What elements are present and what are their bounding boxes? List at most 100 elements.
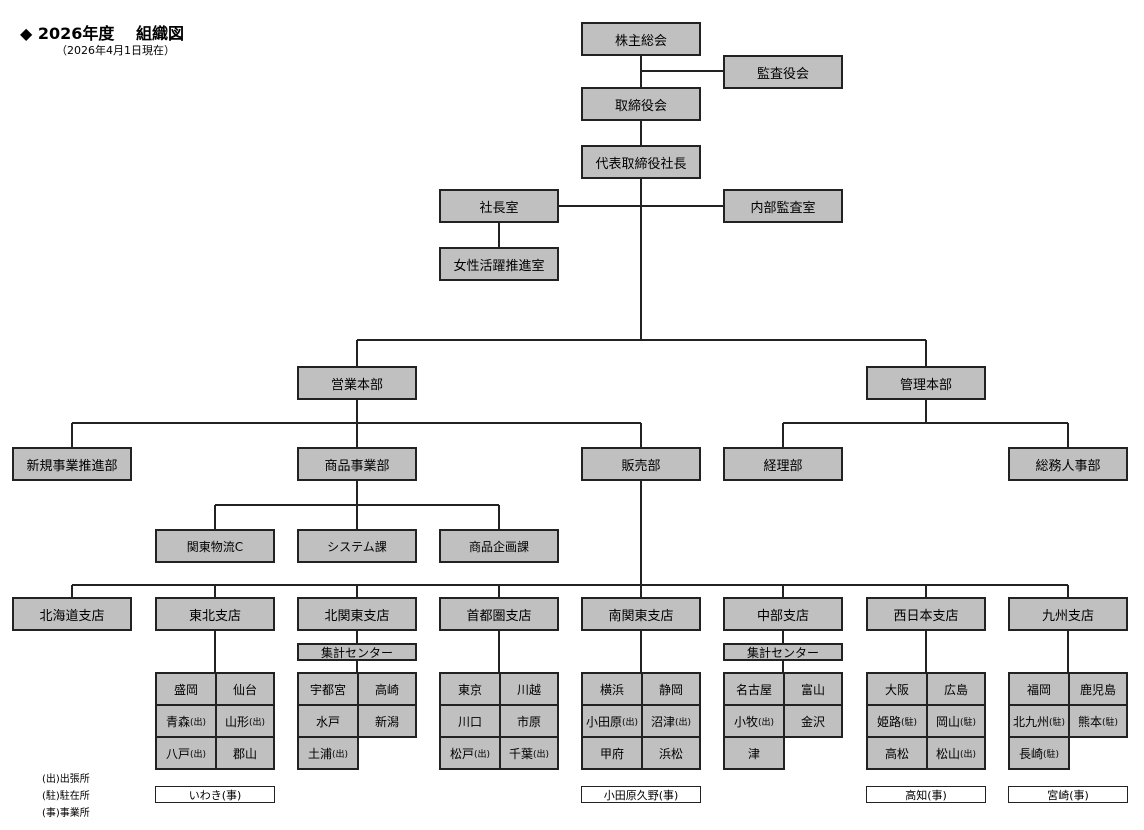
location-name: 盛岡 xyxy=(173,682,198,697)
branch-location-cell: 横浜 xyxy=(581,672,643,706)
branch-location-cell: 新潟 xyxy=(357,704,417,738)
aggregation-center-box: 集計センター xyxy=(723,643,843,661)
location-name: 八戸 xyxy=(165,746,190,761)
branch-location-cell: 沼津(出) xyxy=(641,704,701,738)
location-name: 富山 xyxy=(800,682,825,697)
location-name: 鹿児島 xyxy=(1079,682,1116,697)
branch-location-cell: 八戸(出) xyxy=(155,736,217,770)
admin-hq-box: 管理本部 xyxy=(866,366,986,400)
branch-box: 北海道支店 xyxy=(12,597,132,631)
branch-location-cell: 広島 xyxy=(926,672,986,706)
location-name: 北九州 xyxy=(1012,714,1049,729)
location-name: 小牧 xyxy=(733,714,758,729)
section-box: 商品企画課 xyxy=(439,529,559,563)
audit-board-box: 監査役会 xyxy=(723,55,843,89)
internal-audit-box: 内部監査室 xyxy=(723,189,843,223)
sales-hq-box: 営業本部 xyxy=(297,366,417,400)
sales-office-box: 宮崎(事) xyxy=(1008,786,1128,803)
branch-location-cell: 松戸(出) xyxy=(439,736,501,770)
location-type-suffix: (出) xyxy=(189,749,207,760)
president-office-box: 社長室 xyxy=(439,189,559,223)
branch-location-cell: 鹿児島 xyxy=(1068,672,1128,706)
branch-location-cell: 甲府 xyxy=(581,736,643,770)
as-of-date: （2026年4月1日現在） xyxy=(56,44,175,57)
location-name: 姫路 xyxy=(876,714,901,729)
location-name: 松戸 xyxy=(449,746,474,761)
branch-box: 北関東支店 xyxy=(297,597,417,631)
branch-location-cell: 千葉(出) xyxy=(499,736,559,770)
branch-box: 首都圏支店 xyxy=(439,597,559,631)
location-name: 郡山 xyxy=(232,746,257,761)
location-name: 新潟 xyxy=(374,714,399,729)
location-type-suffix: (出) xyxy=(621,717,639,728)
branch-location-cell: 松山(出) xyxy=(926,736,986,770)
branch-location-cell: 仙台 xyxy=(215,672,275,706)
location-name: 福岡 xyxy=(1026,682,1051,697)
product-business-dept-box: 商品事業部 xyxy=(297,447,417,481)
location-name: 土浦 xyxy=(307,746,332,761)
location-name: 金沢 xyxy=(800,714,825,729)
location-name: 東京 xyxy=(457,682,482,697)
location-type-suffix: (出) xyxy=(674,717,692,728)
location-type-suffix: (出) xyxy=(959,749,977,760)
branch-location-cell: 福岡 xyxy=(1008,672,1070,706)
sales-dept-box: 販売部 xyxy=(581,447,701,481)
location-name: 松山 xyxy=(935,746,960,761)
accounting-dept-box: 経理部 xyxy=(723,447,843,481)
location-name: 沼津 xyxy=(650,714,675,729)
location-type-suffix: (駐) xyxy=(1101,717,1119,728)
location-name: 高崎 xyxy=(374,682,399,697)
location-name: 横浜 xyxy=(599,682,624,697)
location-name: 市原 xyxy=(516,714,541,729)
branch-location-cell: 名古屋 xyxy=(723,672,785,706)
branch-location-cell: 郡山 xyxy=(215,736,275,770)
branch-location-cell: 土浦(出) xyxy=(297,736,359,770)
branch-location-cell: 金沢 xyxy=(783,704,843,738)
location-name: 宇都宮 xyxy=(309,682,346,697)
location-name: 仙台 xyxy=(232,682,257,697)
branch-location-cell: 市原 xyxy=(499,704,559,738)
branch-box: 中部支店 xyxy=(723,597,843,631)
location-name: 甲府 xyxy=(599,746,624,761)
branch-location-cell: 北九州(駐) xyxy=(1008,704,1070,738)
location-type-suffix: (駐) xyxy=(900,717,918,728)
branch-box: 西日本支店 xyxy=(866,597,986,631)
branch-location-cell: 富山 xyxy=(783,672,843,706)
branch-location-cell: 川口 xyxy=(439,704,501,738)
legend-item: (出)出張所 xyxy=(42,774,90,785)
location-type-suffix: (出) xyxy=(532,749,550,760)
branch-location-cell: 熊本(駐) xyxy=(1068,704,1128,738)
location-type-suffix: (駐) xyxy=(1042,749,1060,760)
location-name: 山形 xyxy=(224,714,249,729)
location-name: 長崎 xyxy=(1018,746,1043,761)
shareholders-meeting-box: 株主総会 xyxy=(581,22,701,56)
location-name: 熊本 xyxy=(1077,714,1102,729)
location-name: 水戸 xyxy=(315,714,340,729)
location-type-suffix: (駐) xyxy=(959,717,977,728)
branch-box: 東北支店 xyxy=(155,597,275,631)
branch-location-cell: 姫路(駐) xyxy=(866,704,928,738)
president-box: 代表取締役社長 xyxy=(581,145,701,179)
branch-location-cell: 小田原(出) xyxy=(581,704,643,738)
branch-box: 南関東支店 xyxy=(581,597,701,631)
location-name: 川越 xyxy=(516,682,541,697)
branch-location-cell: 東京 xyxy=(439,672,501,706)
branch-location-cell: 小牧(出) xyxy=(723,704,785,738)
sales-office-box: 小田原久野(事) xyxy=(581,786,701,803)
location-name: 千葉 xyxy=(508,746,533,761)
location-name: 浜松 xyxy=(658,746,683,761)
location-type-suffix: (出) xyxy=(331,749,349,760)
branch-location-cell: 青森(出) xyxy=(155,704,217,738)
section-box: システム課 xyxy=(297,529,417,563)
legend-item: (事)事業所 xyxy=(42,808,90,819)
location-type-suffix: (出) xyxy=(757,717,775,728)
location-name: 岡山 xyxy=(935,714,960,729)
branch-location-cell: 水戸 xyxy=(297,704,359,738)
location-name: 大阪 xyxy=(884,682,909,697)
branch-location-cell: 津 xyxy=(723,736,785,770)
location-name: 川口 xyxy=(457,714,482,729)
location-type-suffix: (出) xyxy=(248,717,266,728)
branch-box: 九州支店 xyxy=(1008,597,1128,631)
